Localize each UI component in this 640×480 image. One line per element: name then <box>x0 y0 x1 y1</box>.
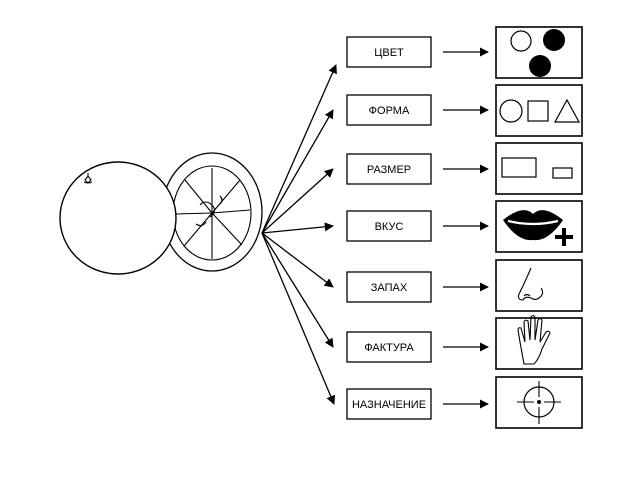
shapes-icon <box>495 84 583 137</box>
label-to-icon-arrows <box>443 47 489 409</box>
hand-icon <box>495 314 583 370</box>
label-box <box>346 153 432 185</box>
fan-arrow-smell <box>261 232 334 288</box>
fan-arrow-size <box>261 168 334 234</box>
label-text-texture: ФАКТУРА <box>364 342 414 354</box>
label-box <box>346 210 432 242</box>
lips-plus-icon <box>495 200 583 253</box>
label-texture: ФАКТУРА <box>346 331 432 363</box>
orange-fruit-icon <box>59 152 263 275</box>
fan-arrow-shape <box>261 109 334 234</box>
label-purpose: НАЗНАЧЕНИЕ <box>346 388 432 420</box>
label-text-color: ЦВЕТ <box>374 47 404 59</box>
size-rectangles-icon <box>495 142 583 195</box>
color-circles-icon <box>495 26 583 79</box>
label-box <box>346 271 432 303</box>
label-text-shape: ФОРМА <box>369 105 410 117</box>
property-labels: ЦВЕТ ФОРМА РАЗМЕР ВКУС ЗАПАХ ФАКТУРА НАЗНАЧЕНИ… <box>346 36 432 420</box>
label-text-taste: ВКУС <box>375 221 404 233</box>
fan-arrow-texture <box>261 232 334 348</box>
label-size: РАЗМЕР <box>346 153 432 185</box>
fan-arrows <box>261 64 337 405</box>
fan-arrow-taste <box>261 222 334 234</box>
label-taste: ВКУС <box>346 210 432 242</box>
label-color: ЦВЕТ <box>346 36 432 68</box>
label-box <box>346 94 432 126</box>
label-box <box>346 36 432 68</box>
label-shape: ФОРМА <box>346 94 432 126</box>
nose-icon <box>495 259 583 312</box>
label-smell: ЗАПАХ <box>346 271 432 303</box>
fan-arrow-purpose <box>261 232 336 405</box>
property-icon-frames <box>495 26 583 429</box>
crosshair-target-icon <box>495 376 583 429</box>
label-text-smell: ЗАПАХ <box>371 282 408 294</box>
label-box <box>346 388 432 420</box>
fan-arrow-color <box>261 64 337 234</box>
label-box <box>346 331 432 363</box>
label-text-size: РАЗМЕР <box>367 164 411 176</box>
label-text-purpose: НАЗНАЧЕНИЕ <box>352 399 426 411</box>
